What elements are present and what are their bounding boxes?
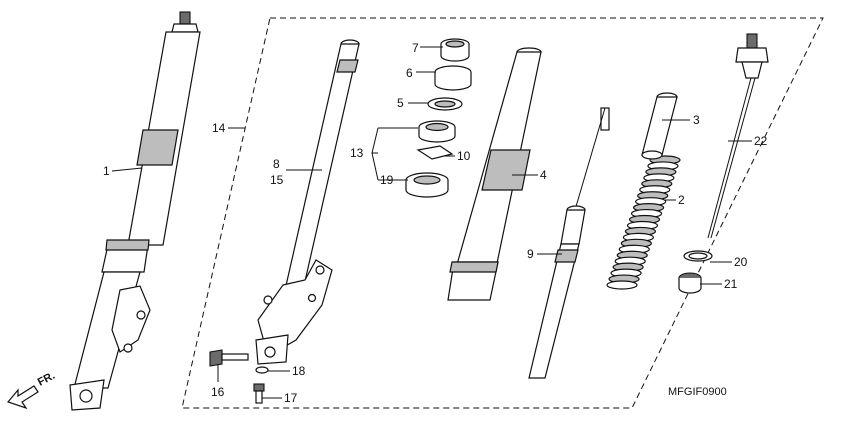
outer-slider <box>447 47 542 301</box>
callout-19: 19 <box>380 173 394 187</box>
callout-10: 10 <box>457 149 471 163</box>
seal-stack <box>405 38 472 198</box>
callout-8: 8 <box>273 157 280 171</box>
damper-rod <box>528 107 610 379</box>
callout-4: 4 <box>540 168 547 182</box>
callout-17: 17 <box>284 391 298 405</box>
callout-22: 22 <box>754 134 768 148</box>
fork-bolt-adjuster <box>707 33 769 239</box>
callout-2: 2 <box>678 193 685 207</box>
callout-5: 5 <box>397 96 404 110</box>
spacer-tube <box>641 92 678 160</box>
callout-9: 9 <box>527 247 534 261</box>
direction-label: FR. <box>36 370 57 389</box>
callout-7: 7 <box>412 41 419 55</box>
callout-21: 21 <box>724 277 738 291</box>
callout-18: 18 <box>292 364 306 378</box>
callout-6: 6 <box>406 66 413 80</box>
callout-3: 3 <box>693 113 700 127</box>
fork-spring <box>606 155 681 290</box>
arrow-icon <box>6 385 39 410</box>
callout-13: 13 <box>350 146 364 160</box>
leader-lines <box>111 46 752 399</box>
small-hardware <box>209 349 269 404</box>
fork-leg-assembly <box>69 11 201 411</box>
callout-15: 15 <box>270 173 284 187</box>
callout-1: 1 <box>103 164 110 178</box>
assembly-boundary <box>181 17 824 409</box>
callout-labels: 1 14 8 15 7 6 5 13 10 19 4 9 3 2 22 20 2… <box>103 41 768 405</box>
front-direction-arrow: FR. <box>6 370 57 410</box>
fork-pipe-assembly <box>255 39 360 365</box>
callout-16: 16 <box>211 385 225 399</box>
callout-14: 14 <box>212 121 226 135</box>
callout-20: 20 <box>734 255 748 269</box>
o-ring-and-seal <box>678 250 713 294</box>
spring-coil <box>606 280 638 290</box>
diagram-code: MFGIF0900 <box>668 386 727 398</box>
